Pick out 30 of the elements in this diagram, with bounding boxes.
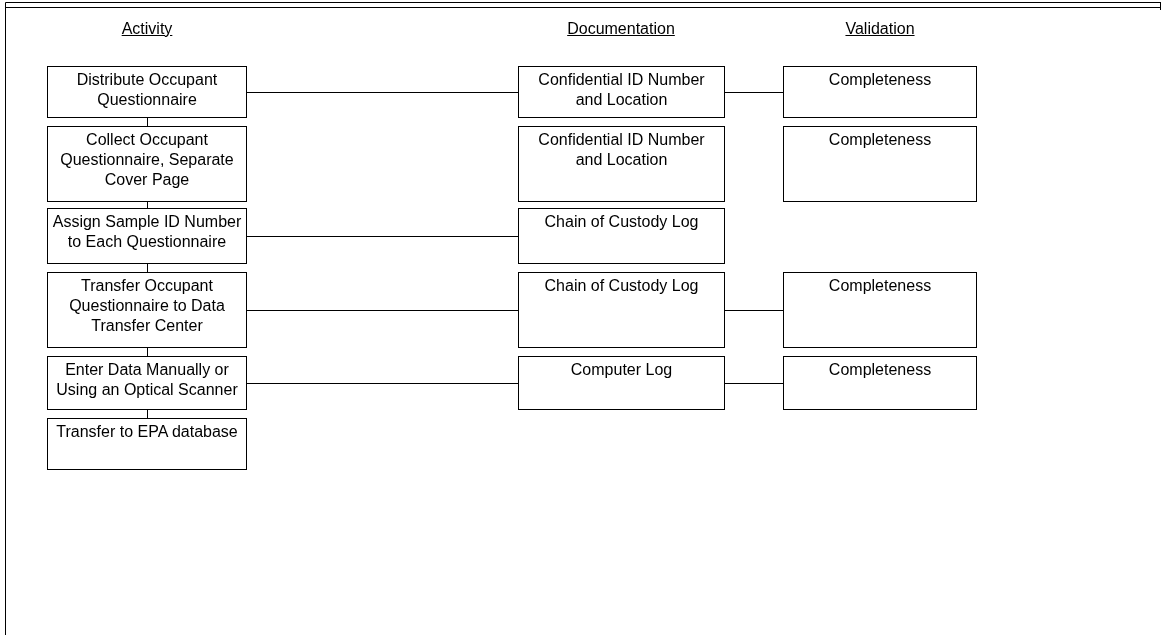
column-heading: Validation — [845, 20, 915, 38]
process-box: Confidential ID Number and Location — [518, 66, 725, 118]
connector-line — [246, 236, 519, 237]
process-box: Collect Occupant Questionnaire, Separate Cover Page — [47, 126, 247, 202]
column-heading: Activity — [121, 20, 173, 38]
process-box: Chain of Custody Log — [518, 272, 725, 348]
connector-line — [147, 409, 148, 419]
connector-line — [724, 310, 784, 311]
process-box: Completeness — [783, 66, 977, 118]
process-box: Enter Data Manually or Using an Optical Scanner — [47, 356, 247, 410]
connector-line — [147, 347, 148, 357]
process-box: Transfer to EPA database — [47, 418, 247, 470]
process-box: Completeness — [783, 126, 977, 202]
process-box: Chain of Custody Log — [518, 208, 725, 264]
connector-line — [147, 117, 148, 127]
process-box: Assign Sample ID Number to Each Questionnaire — [47, 208, 247, 264]
connector-line — [246, 310, 519, 311]
connector-line — [246, 92, 519, 93]
connector-line — [147, 201, 148, 209]
column-heading: Documentation — [567, 20, 675, 38]
connector-line — [724, 383, 784, 384]
process-box: Confidential ID Number and Location — [518, 126, 725, 202]
process-box: Completeness — [783, 356, 977, 410]
process-box: Computer Log — [518, 356, 725, 410]
process-box: Transfer Occupant Questionnaire to Data Transfer Center — [47, 272, 247, 348]
connector-line — [246, 383, 519, 384]
process-box: Completeness — [783, 272, 977, 348]
connector-line — [724, 92, 784, 93]
process-box: Distribute Occupant Questionnaire — [47, 66, 247, 118]
connector-line — [147, 263, 148, 273]
